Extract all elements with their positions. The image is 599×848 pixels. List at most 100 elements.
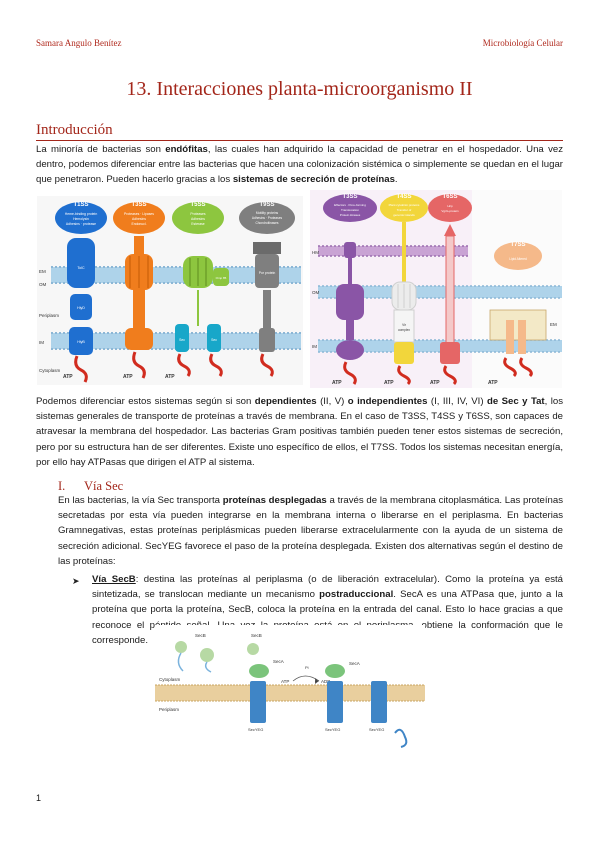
t9ss-desc-2: Adhesins · Proteases xyxy=(252,216,283,220)
t9ss-desc-3: Chondroitinases xyxy=(255,221,278,225)
layer-label-cytoplasm: Cytoplasm xyxy=(39,368,61,373)
t6ss-system: T6SS Hcp VgrG-protein ATP xyxy=(428,194,472,386)
t9ss-desc-1: Motility proteins xyxy=(256,211,279,215)
text-run: postraduccional xyxy=(319,589,394,601)
fig3-periplasm-label: Periplasm xyxy=(159,707,179,712)
fig2-t7ss-label: T7SS xyxy=(510,242,525,248)
text-run: En las bacterias, la vía Sec transporta xyxy=(58,495,223,506)
sec-pathway-figure: Cytoplasm Periplasm SecB SecB SecA SecYE… xyxy=(155,625,425,751)
via-sec-paragraph: En las bacterias, la vía Sec transporta … xyxy=(58,493,563,569)
fig2-t3ss-desc-2: Translocation xyxy=(341,208,359,212)
fig2-t4ss-desc-1: Plant cytokinin proteins xyxy=(389,203,420,207)
t1ss-desc: Heme-binding protein xyxy=(65,212,98,216)
layer-label-periplasm: Periplasm xyxy=(39,313,59,318)
t3ss-desc-1: Proteases · Lipases xyxy=(124,212,154,216)
fig3-secyeg-label-1: SecYEG xyxy=(248,727,263,732)
text-run: sistemas de secreción de proteínas xyxy=(232,174,395,186)
hlyd-label: HlyD xyxy=(77,306,85,310)
fig3-pi-label: Pi xyxy=(305,665,309,670)
fig2-t6ss-atp: ATP xyxy=(430,380,440,386)
text-run: o independientes xyxy=(347,396,428,407)
fig2-t6ss-label: T6SS xyxy=(442,194,457,200)
t3ss-purple-system: T3SS Effectors · Pore-forming Translocat… xyxy=(323,194,377,386)
t4ss-system: T4SS Plant cytokinin proteins Transfer o… xyxy=(380,194,428,386)
text-run: de Sec y Tat xyxy=(487,396,545,407)
text-run: (I, III, IV, VI) xyxy=(427,396,487,407)
intro-paragraph-1: La minoría de bacterias son endófitas, l… xyxy=(36,142,563,188)
t5ss-desc-3: Esterase xyxy=(191,222,204,226)
por-protein-label: Por protein xyxy=(259,271,276,275)
section-heading-introduccion: Introducción xyxy=(36,122,563,141)
t9ss-system: T9SS Motility proteins Adhesins · Protea… xyxy=(239,202,295,377)
t5ss-desc-2: Adhesins xyxy=(191,217,205,221)
text-run: Vía SecB xyxy=(92,574,136,585)
page-title: 13. Interacciones planta-microorganismo … xyxy=(126,78,473,100)
bullet-arrow-icon: ➤ xyxy=(72,576,80,586)
sec-label-1: Sec xyxy=(179,338,185,342)
t3ss-atp: ATP xyxy=(123,374,133,380)
intro-paragraph-2: Podemos diferenciar estos sistemas según… xyxy=(36,394,563,470)
header-author: Samara Angulo Benítez xyxy=(36,38,122,48)
fig3-cytoplasm-label: Cytoplasm xyxy=(159,677,181,682)
fig2-t3ss-label: T3SS xyxy=(342,194,357,200)
fig3-secb-label-1: SecB xyxy=(195,633,206,638)
t5ss-system: T5SS Proteases Adhesins Esterase Omp 85 … xyxy=(165,202,229,380)
fig3-plus-sign: + xyxy=(315,679,318,685)
atp-hydrolysis-arrow: ATP Pi ADP + xyxy=(281,665,330,685)
fig2-label-om: OM xyxy=(312,290,320,295)
fig3-seca-label-1: SecA xyxy=(273,659,284,664)
text-run: (II, V) xyxy=(316,396,348,407)
secb-seca-complex: SecB SecA SecYEG xyxy=(247,633,284,732)
sec-label-2: Sec xyxy=(211,338,217,342)
t3ss-desc-2: Adhesins xyxy=(132,217,146,221)
fig2-t3ss-desc-1: Effectors · Pore-forming xyxy=(334,203,366,207)
text-run: . xyxy=(394,174,398,186)
secyeg-complex-3: SecYEG xyxy=(369,681,408,748)
fig3-adp-label: ADP xyxy=(321,679,330,684)
hlyb-label: HlyB xyxy=(77,340,85,344)
fig2-t4ss-atp: ATP xyxy=(384,380,394,386)
page-number: 1 xyxy=(36,793,42,803)
fig2-t4ss-desc-3: genomic islands xyxy=(393,213,415,217)
fig2-t7ss-desc: Lipid Altered xyxy=(509,257,527,261)
vir-complex-label-2: complex xyxy=(398,328,410,332)
t1ss-label: T1SS xyxy=(73,202,88,208)
secretion-systems-figure-2: HM OM IM T3SS Effectors · Pore-forming T… xyxy=(310,190,562,388)
section-number: I. xyxy=(58,479,66,493)
fig2-t3ss-atp: ATP xyxy=(332,380,342,386)
fig3-secb-label-2: SecB xyxy=(251,633,262,638)
fig2-t4ss-label: T4SS xyxy=(396,194,411,200)
section-heading-via-sec: I. Vía Sec xyxy=(58,479,123,494)
text-run: proteínas desplegadas xyxy=(222,495,327,506)
fig3-secyeg-label-3: SecYEG xyxy=(369,727,384,732)
secb-complex-1: SecB xyxy=(175,633,214,673)
t5ss-desc-1: Proteases xyxy=(190,212,206,216)
fig2-label-im: IM xyxy=(312,344,317,349)
t5ss-atp: ATP xyxy=(165,374,175,380)
text-run: : destina las proteínas al periplasma (o… xyxy=(92,574,563,601)
t9ss-label: T9SS xyxy=(259,202,274,208)
layer-label-om: OM xyxy=(39,282,47,287)
text-run: dependientes xyxy=(254,396,317,407)
fig2-t3ss-desc-3: Protein kinases xyxy=(340,213,361,217)
layer-label-im: IM xyxy=(39,340,44,345)
t3ss-system: T3SS Proteases · Lipases Adhesins Endonu… xyxy=(113,202,165,380)
secretion-systems-figure-1: EM OM Periplasm IM Cytoplasm T1SS Heme-b… xyxy=(37,196,303,385)
fig2-label-em: EM xyxy=(550,322,557,327)
text-run: endófitas xyxy=(165,144,208,155)
text-run: a través de la membrana citoplasmática. … xyxy=(58,495,564,567)
t7ss-system: T7SS Lipid Altered EM ATP xyxy=(488,242,557,386)
t1ss-atp: ATP xyxy=(63,374,73,380)
t1ss-desc-3: Adhesins · protease xyxy=(66,222,96,226)
text-run: , las cuales han adquirido la capacidad … xyxy=(36,144,563,186)
fig2-t6ss-desc-1: Hcp xyxy=(447,204,453,208)
fig2-t4ss-desc-2: Transfer of xyxy=(397,208,412,212)
t5ss-label: T5SS xyxy=(190,202,205,208)
fig3-secyeg-label-2: SecYEG xyxy=(325,727,340,732)
t1ss-desc-2: Hemolysin xyxy=(73,217,89,221)
t1ss-system: T1SS Heme-binding protein Hemolysin Adhe… xyxy=(55,202,107,383)
fig2-t6ss-desc-2: VgrG-protein xyxy=(441,209,459,213)
section-title: Vía Sec xyxy=(84,479,124,493)
seca-complex-2: SecA SecYEG xyxy=(325,661,360,732)
omp85-label: Omp 85 xyxy=(216,276,227,280)
